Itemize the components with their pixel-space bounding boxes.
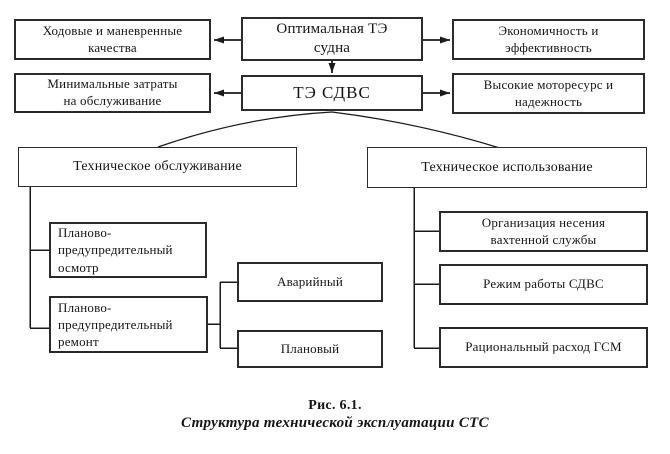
node-label: Планово-предупредительный осмотр xyxy=(58,225,173,275)
node-label: Плановый xyxy=(280,340,340,356)
node-preventive-inspection: Планово-предупредительный осмотр xyxy=(49,222,207,278)
node-preventive-repair: Планово-предупредительный ремонт xyxy=(49,296,208,353)
node-label: Аварийный xyxy=(277,273,343,289)
tree-repair-types xyxy=(208,281,237,349)
node-label: ТЭ СДВС xyxy=(293,83,371,103)
node-watch-service: Организация несения вахтенной службы xyxy=(439,211,648,252)
node-label: Минимальные затраты на обслуживание xyxy=(47,76,178,108)
node-label: Режим работы СДВС xyxy=(483,276,604,292)
node-fuel-consumption: Рациональный расход ГСМ xyxy=(439,327,648,368)
node-emergency-repair: Аварийный xyxy=(237,262,383,302)
tree-usage xyxy=(413,188,439,349)
line-tesdvs-to-techisp xyxy=(331,111,504,150)
node-label: Планово-предупредительный ремонт xyxy=(58,299,173,350)
node-te-sdvs: ТЭ СДВС xyxy=(241,75,423,111)
node-technical-maintenance: Техническое обслуживание xyxy=(18,147,297,187)
node-label: Рациональный расход ГСМ xyxy=(465,339,622,355)
node-label: Высокие моторесурс и надежность xyxy=(483,76,614,109)
figure-title: Структура технической эксплуатации СТС xyxy=(181,415,489,431)
node-running-qualities: Ходовые и маневренные качества xyxy=(14,19,211,60)
node-optimal-te: Оптимальная ТЭ судна xyxy=(241,17,423,61)
node-economy-efficiency: Экономичность и эффективность xyxy=(452,19,645,60)
node-label: Техническое использование xyxy=(421,159,593,175)
figure-number: Рис. 6.1. xyxy=(308,398,362,413)
node-label: Ходовые и маневренные качества xyxy=(42,22,183,55)
node-min-maintenance-costs: Минимальные затраты на обслуживание xyxy=(14,73,211,113)
node-label: Оптимальная ТЭ судна xyxy=(276,20,388,56)
node-engine-operating-mode: Режим работы СДВС xyxy=(439,264,648,305)
node-label: Экономичность и эффективность xyxy=(498,22,599,55)
line-tesdvs-to-techobsl xyxy=(157,111,333,148)
node-label: Организация несения вахтенной службы xyxy=(481,214,606,247)
node-planned-repair: Плановый xyxy=(237,330,383,368)
node-technical-usage: Техническое использование xyxy=(367,147,647,188)
tree-maintenance xyxy=(29,187,49,329)
node-high-reliability: Высокие моторесурс и надежность xyxy=(452,73,645,114)
node-label: Техническое обслуживание xyxy=(73,159,242,175)
